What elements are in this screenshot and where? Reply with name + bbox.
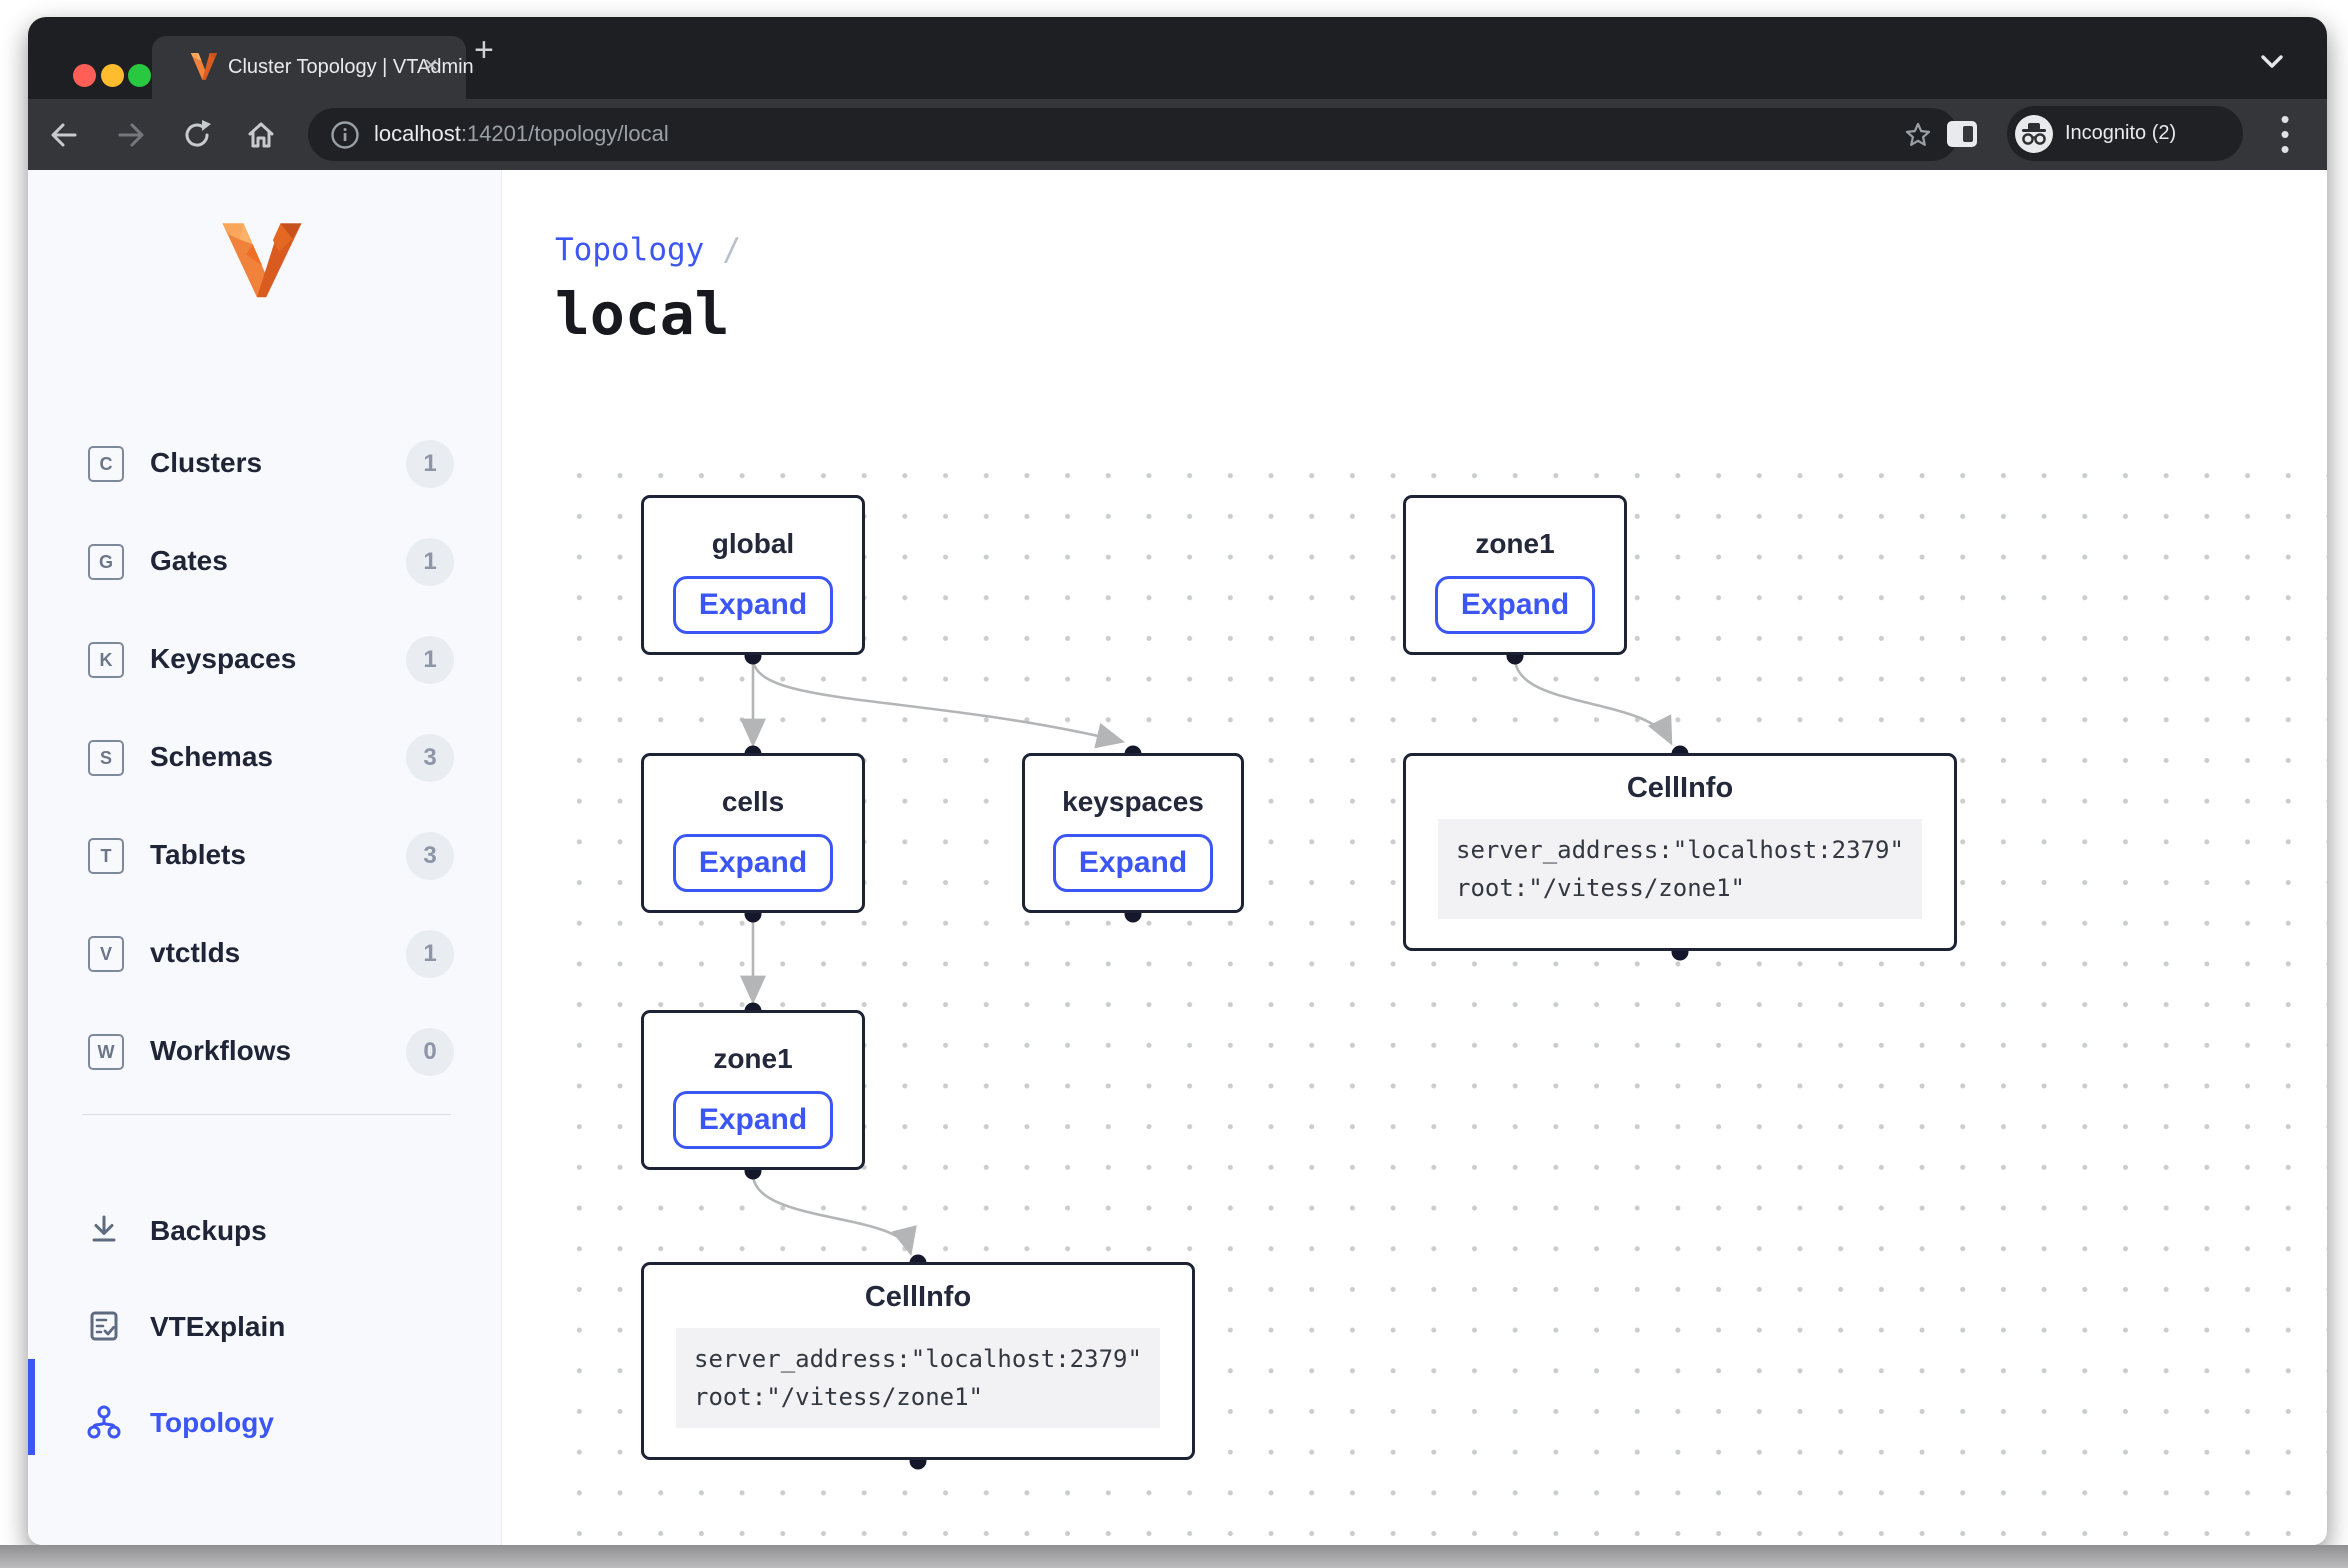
sidebar-item-label: Tablets	[150, 839, 246, 870]
node-title: cells	[721, 786, 785, 817]
workflows-icon: W	[88, 1034, 124, 1070]
expand-button[interactable]: Expand	[673, 576, 833, 634]
incognito-badge[interactable]: Incognito (2)	[2007, 106, 2243, 161]
page-title: local	[555, 280, 730, 348]
new-tab-icon[interactable]: +	[474, 31, 494, 69]
download-icon	[92, 1215, 116, 1242]
sidebar-item-label: VTExplain	[150, 1311, 286, 1342]
expand-button[interactable]: Expand	[673, 1091, 833, 1149]
node-title: CellInfo	[864, 1281, 972, 1313]
node-cellinfo-bottom: CellInfo server_address:"localhost:2379"…	[641, 1262, 1195, 1460]
active-item-indicator	[28, 1359, 35, 1455]
side-panel-icon[interactable]	[1946, 120, 1978, 148]
count-badge: 1	[406, 440, 454, 488]
sidebar-item-schemas[interactable]: S Schemas 3	[28, 709, 501, 807]
breadcrumb-link-topology[interactable]: Topology	[555, 232, 705, 268]
breadcrumb-separator: /	[722, 232, 741, 268]
expand-button[interactable]: Expand	[673, 834, 833, 892]
cellinfo-detail: server_address:"localhost:2379" root:"/vi…	[1438, 819, 1922, 919]
info-icon[interactable]	[330, 120, 360, 150]
sidebar-item-label: Schemas	[150, 741, 273, 772]
keyspaces-icon: K	[88, 642, 124, 678]
reload-icon[interactable]	[180, 118, 214, 152]
minimize-window-icon[interactable]	[101, 64, 124, 87]
sidebar-item-label: Clusters	[150, 447, 263, 478]
toolbar: localhost:14201/topology/local Incognito…	[28, 99, 2327, 170]
url-text[interactable]: localhost:14201/topology/local	[374, 121, 669, 147]
chevron-down-icon[interactable]	[2257, 53, 2287, 71]
url-bar[interactable]: localhost:14201/topology/local	[308, 108, 1958, 161]
tablets-icon: T	[88, 838, 124, 874]
expand-button[interactable]: Expand	[1435, 576, 1595, 634]
node-title: keyspaces	[1062, 786, 1204, 817]
incognito-icon	[2015, 114, 2053, 153]
vitess-logo	[222, 223, 302, 298]
tab-title: Cluster Topology | VTAdmin	[228, 56, 474, 78]
node-title: zone1	[1475, 528, 1555, 559]
sidebar-item-label: Keyspaces	[150, 643, 297, 674]
url-host: localhost	[374, 121, 461, 146]
sidebar-item-topology[interactable]: Topology	[28, 1376, 501, 1472]
count-badge: 1	[406, 930, 454, 978]
cellinfo-line: server_address:"localhost:2379"	[694, 1345, 1142, 1373]
sidebar-item-tablets[interactable]: T Tablets 3	[28, 807, 501, 905]
node-zone1-lower: zone1 Expand	[641, 1010, 865, 1170]
breadcrumb: Topology /	[555, 232, 741, 268]
document-check-icon	[90, 1311, 118, 1341]
sidebar-item-clusters[interactable]: C Clusters 1	[28, 415, 501, 513]
main-content: Topology / local	[502, 170, 2327, 1545]
node-title: zone1	[713, 1043, 793, 1074]
sidebar: C Clusters 1 G Gates 1 K Keyspaces 1 S S…	[28, 170, 502, 1545]
cellinfo-line: root:"/vitess/zone1"	[694, 1383, 983, 1411]
count-badge: 1	[406, 538, 454, 586]
incognito-label: Incognito (2)	[2065, 122, 2177, 144]
node-cells: cells Expand	[641, 753, 865, 913]
vtctlds-icon: V	[88, 936, 124, 972]
sidebar-item-workflows[interactable]: W Workflows 0	[28, 1003, 501, 1101]
sidebar-item-vtctlds[interactable]: V vtctlds 1	[28, 905, 501, 1003]
sidebar-item-gates[interactable]: G Gates 1	[28, 513, 501, 611]
cellinfo-line: root:"/vitess/zone1"	[1456, 874, 1745, 902]
expand-button[interactable]: Expand	[1053, 834, 1213, 892]
schemas-icon: S	[88, 740, 124, 776]
tab-close-icon[interactable]: ×	[423, 52, 438, 79]
node-keyspaces: keyspaces Expand	[1022, 753, 1244, 913]
sidebar-item-label: Gates	[150, 545, 228, 576]
count-badge: 1	[406, 636, 454, 684]
kebab-menu-icon[interactable]: •••	[2280, 104, 2290, 164]
sidebar-item-label: Backups	[150, 1215, 267, 1246]
home-icon[interactable]	[244, 118, 278, 152]
count-badge: 3	[406, 734, 454, 782]
sidebar-item-label: Topology	[150, 1407, 274, 1438]
vitess-favicon-icon	[190, 53, 218, 80]
node-cellinfo-right: CellInfo server_address:"localhost:2379"…	[1403, 753, 1957, 951]
node-title: global	[711, 528, 795, 559]
clusters-icon: C	[88, 446, 124, 482]
url-path: :14201/topology/local	[460, 121, 669, 146]
node-global: global Expand	[641, 495, 865, 655]
sidebar-item-backups[interactable]: Backups	[28, 1184, 501, 1280]
browser-tab[interactable]: Cluster Topology | VTAdmin ×	[152, 36, 474, 99]
count-badge: 3	[406, 832, 454, 880]
node-zone1-top: zone1 Expand	[1403, 495, 1627, 655]
zoom-window-icon[interactable]	[128, 64, 151, 87]
sidebar-item-label: Workflows	[150, 1035, 292, 1066]
count-badge: 0	[406, 1028, 454, 1076]
sidebar-divider	[82, 1114, 451, 1115]
sidebar-item-label: vtctlds	[150, 937, 241, 968]
topology-icon	[87, 1405, 121, 1439]
close-window-icon[interactable]	[73, 64, 96, 87]
cellinfo-detail: server_address:"localhost:2379" root:"/vi…	[676, 1328, 1160, 1428]
browser-window: Cluster Topology | VTAdmin × +	[28, 17, 2327, 1545]
node-title: CellInfo	[1626, 772, 1734, 804]
titlebar: Cluster Topology | VTAdmin × +	[28, 17, 2327, 99]
cellinfo-line: server_address:"localhost:2379"	[1456, 836, 1904, 864]
sidebar-item-vtexplain[interactable]: VTExplain	[28, 1280, 501, 1376]
window-bottom-shadow	[0, 1545, 2348, 1568]
gates-icon: G	[88, 544, 124, 580]
sidebar-item-keyspaces[interactable]: K Keyspaces 1	[28, 611, 501, 709]
back-icon[interactable]	[47, 118, 81, 152]
bookmark-star-icon[interactable]	[1904, 121, 1932, 149]
forward-icon[interactable]	[114, 118, 148, 152]
